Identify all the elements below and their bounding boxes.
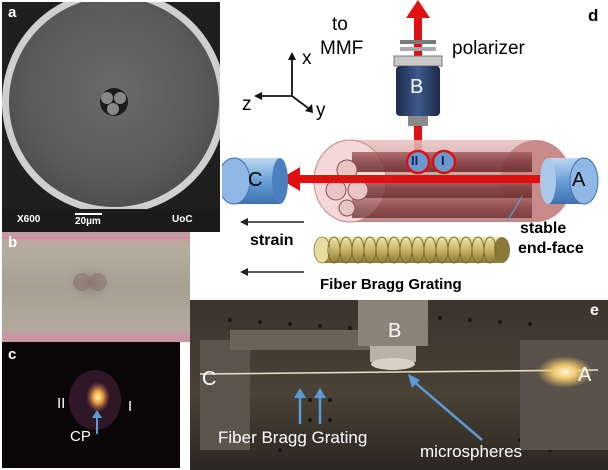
panel-e-photo: e B A C Fiber Bragg Grating microspheres [190, 300, 608, 470]
objective-b-label: B [410, 76, 424, 98]
panel-b-micrograph: b [2, 232, 190, 342]
objective-a [540, 157, 599, 205]
polarizer-label: polarizer [452, 38, 525, 59]
photo-microspheres-label: microspheres [420, 442, 523, 461]
microspheres-arrow [411, 379, 483, 441]
setup-schematic [222, 0, 599, 276]
coordinate-axes [254, 52, 313, 113]
panel-a-sem-image: a X600 20µm UoC [2, 2, 220, 232]
beam-horizontal [292, 175, 552, 183]
light-source-a [537, 356, 593, 388]
panel-c-mode-image: c II I CP [2, 342, 180, 468]
polarizer-plate [400, 40, 436, 44]
core-1-label: I [441, 153, 445, 168]
mode-label-core-1: I [128, 398, 133, 415]
panel-d-schematic: d to MMF polarizer B x z y II I C A stra… [222, 0, 608, 300]
sem-fiber-cross-section [2, 2, 220, 232]
core-2-marker [405, 149, 431, 175]
fbg-caption: Fiber Bragg Grating [320, 276, 462, 293]
fiber-line [199, 369, 599, 375]
mode-label-cp: CP [70, 428, 91, 445]
sem-info-bar [2, 209, 220, 232]
photo-fbg-label: Fiber Bragg Grating [218, 428, 368, 447]
panel-letter-d: d [588, 6, 599, 25]
panel-letter-b: b [8, 234, 18, 251]
objective-c-label: C [248, 169, 263, 191]
mount-left [200, 340, 250, 450]
stable-label: stable [520, 220, 567, 237]
axis-y-label: y [316, 100, 326, 121]
sem-magnification: X600 [17, 214, 41, 225]
fbg-rod [313, 236, 510, 264]
end-face-label: end-face [518, 240, 584, 257]
panel-letter-a: a [8, 4, 17, 21]
sem-institution: UoC [172, 214, 193, 225]
photo-label-a: A [578, 364, 592, 386]
mmf-label: MMF [320, 38, 364, 59]
micrograph-image [2, 232, 190, 342]
mode-pattern-image [2, 342, 180, 468]
beam-up-arrowhead [406, 0, 430, 18]
core-1-marker [431, 149, 457, 175]
sem-scale-label: 20µm [75, 216, 101, 227]
axis-z-label: z [242, 94, 252, 115]
objective-a-label: A [572, 169, 586, 191]
panel-letter-e: e [590, 302, 599, 319]
setup-photo [190, 300, 608, 470]
stage-left [230, 330, 370, 350]
stable-pointer [506, 195, 523, 221]
mode-label-core-2: II [57, 395, 66, 412]
objective-b-photo [358, 300, 428, 346]
panel-letter-c: c [8, 346, 17, 363]
objective-c [222, 157, 288, 205]
beam-horizontal-arrowhead [280, 167, 300, 191]
photo-label-c: C [202, 368, 217, 390]
strain-label: strain [250, 232, 294, 249]
objective-b [393, 55, 443, 126]
to-label: to [332, 14, 348, 35]
core-2-label: II [411, 153, 419, 168]
axis-x-label: x [302, 48, 312, 69]
photo-label-b: B [388, 320, 402, 342]
